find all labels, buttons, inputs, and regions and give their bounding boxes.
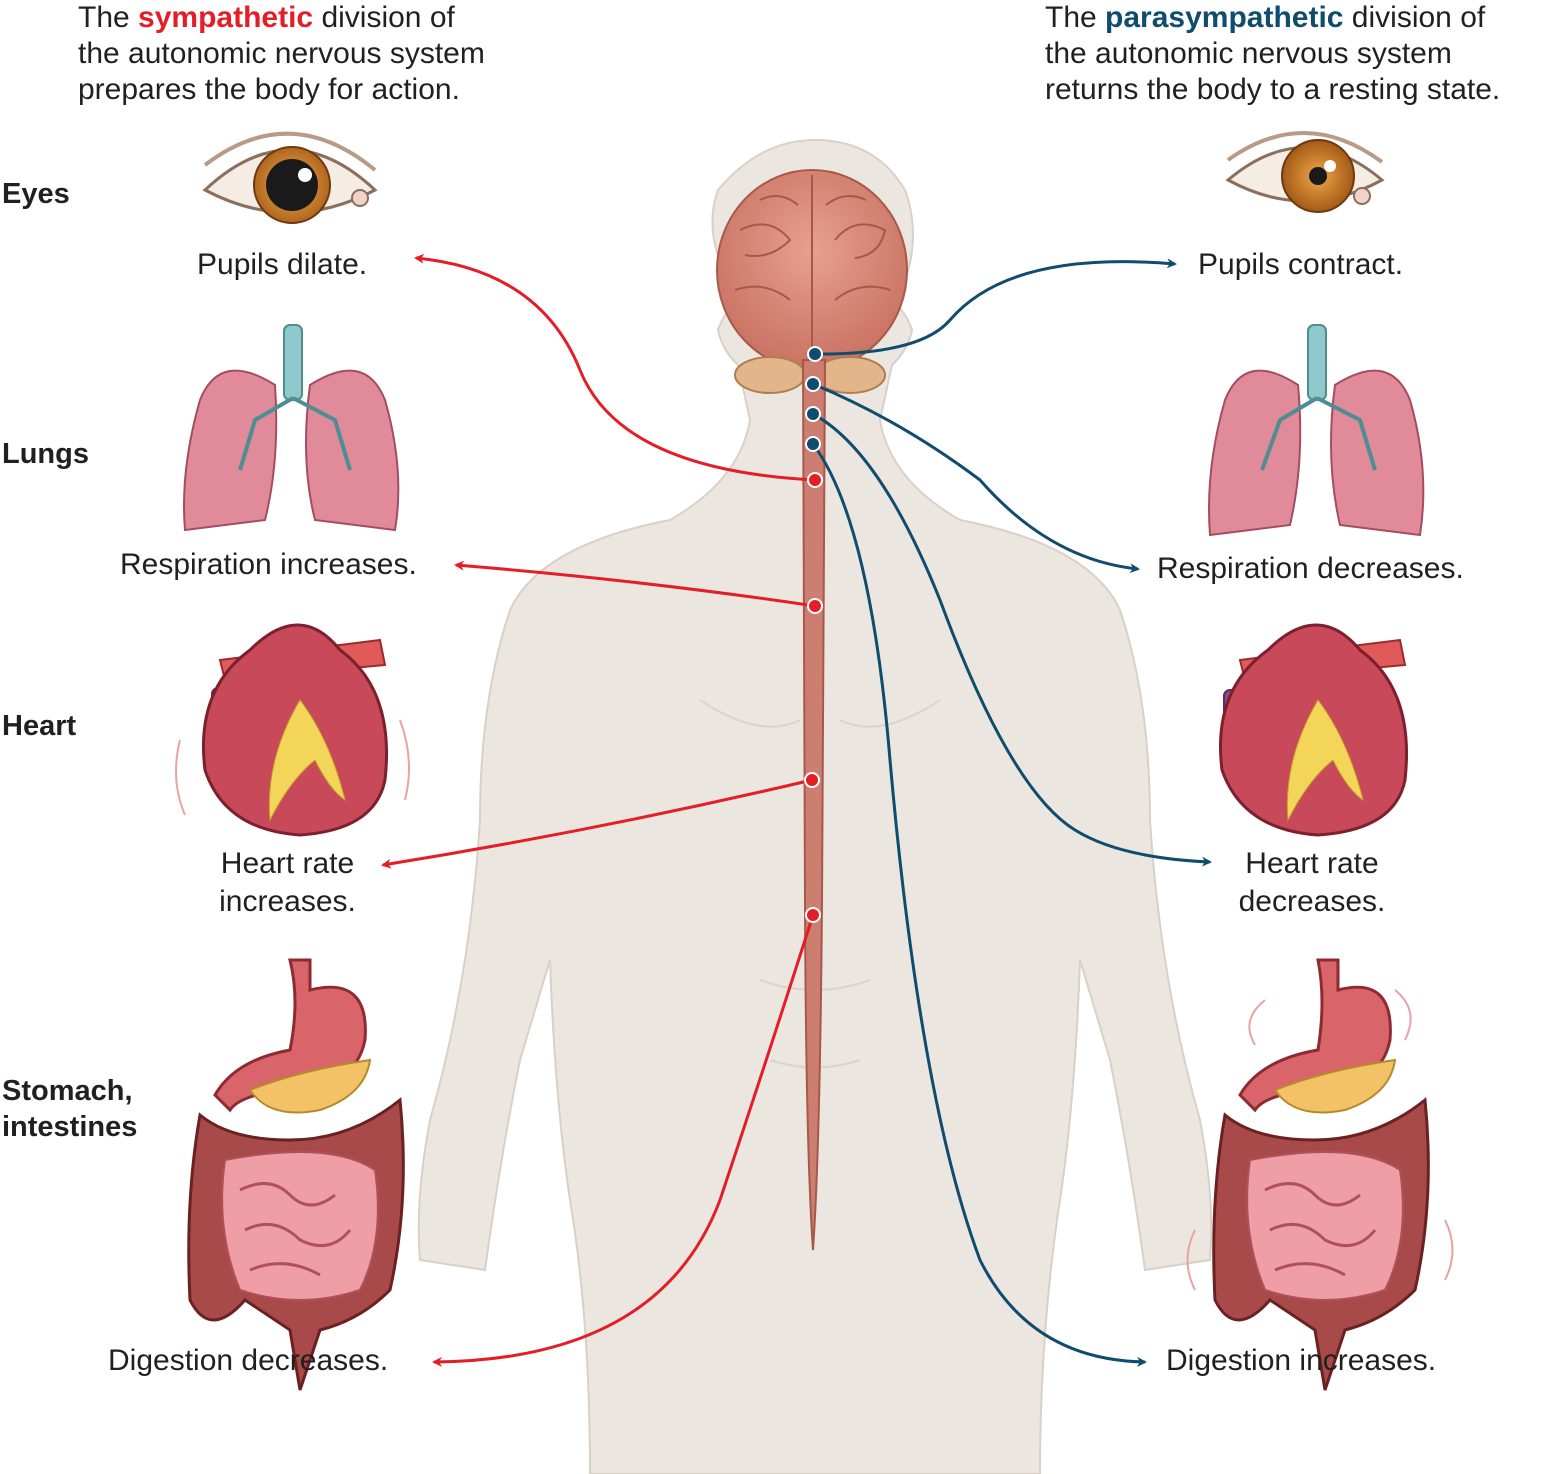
sympathetic-effect-heart: Heart rate increases. xyxy=(219,847,356,918)
parasympathetic-pathway-lungs xyxy=(812,382,1140,574)
heart-icon xyxy=(175,623,410,837)
parasympathetic-pathway-eyes xyxy=(814,258,1177,356)
sympathetic-pathway-heart xyxy=(381,778,813,869)
organ-label-heart: Heart xyxy=(2,710,77,742)
sympathetic-effect-lungs: Respiration increases. xyxy=(120,548,417,581)
parasympathetic-effect-eyes: Pupils contract. xyxy=(1198,248,1404,281)
sympathetic-effect-gut: Digestion decreases. xyxy=(108,1344,389,1377)
parasympathetic-effect-lungs: Respiration decreases. xyxy=(1157,552,1464,585)
eye-icon xyxy=(1225,131,1385,213)
spinal-cord xyxy=(801,359,827,1251)
parasympathetic-keyword: parasympathetic xyxy=(1105,1,1344,34)
lungs-icon xyxy=(183,324,400,532)
parasympathetic-intro: The parasympathetic division of the auto… xyxy=(1045,1,1501,106)
parasympathetic-pathway-gut xyxy=(811,443,1147,1367)
sympathetic-pathway-lungs xyxy=(454,560,816,608)
sympathetic-pathway-gut xyxy=(432,914,815,1367)
eye-icon xyxy=(202,131,378,224)
sympathetic-ganglion xyxy=(804,772,820,788)
sympathetic-ganglion xyxy=(807,598,823,614)
sympathetic-ganglion xyxy=(807,472,823,488)
parasympathetic-ganglion xyxy=(805,436,821,452)
sympathetic-ganglion xyxy=(805,907,821,923)
sympathetic-pathway-eyes xyxy=(414,253,816,482)
sympathetic-intro: The sympathetic division of the autonomi… xyxy=(78,1,485,106)
stomach-intestines-icon xyxy=(187,958,405,1391)
parasympathetic-pathways xyxy=(805,258,1212,1367)
parasympathetic-effect-gut: Digestion increases. xyxy=(1166,1344,1437,1377)
heart-icon xyxy=(1219,623,1409,837)
organ-label-stomach-intestines: Stomach, intestines xyxy=(2,1075,138,1143)
organ-label-lungs: Lungs xyxy=(2,438,89,470)
parasympathetic-ganglion xyxy=(807,346,823,362)
sympathetic-effect-eyes: Pupils dilate. xyxy=(197,248,368,281)
sympathetic-pathways xyxy=(381,253,823,1367)
stomach-intestines-icon xyxy=(1186,958,1454,1391)
parasympathetic-ganglion xyxy=(805,376,821,392)
lungs-icon xyxy=(1208,324,1425,537)
parasympathetic-ganglion xyxy=(805,406,821,422)
sympathetic-keyword: sympathetic xyxy=(138,1,314,34)
parasympathetic-effect-heart: Heart rate decreases. xyxy=(1238,847,1386,918)
organ-label-eyes: Eyes xyxy=(2,178,70,210)
parasympathetic-pathway-heart xyxy=(812,412,1212,867)
brain xyxy=(716,169,908,394)
